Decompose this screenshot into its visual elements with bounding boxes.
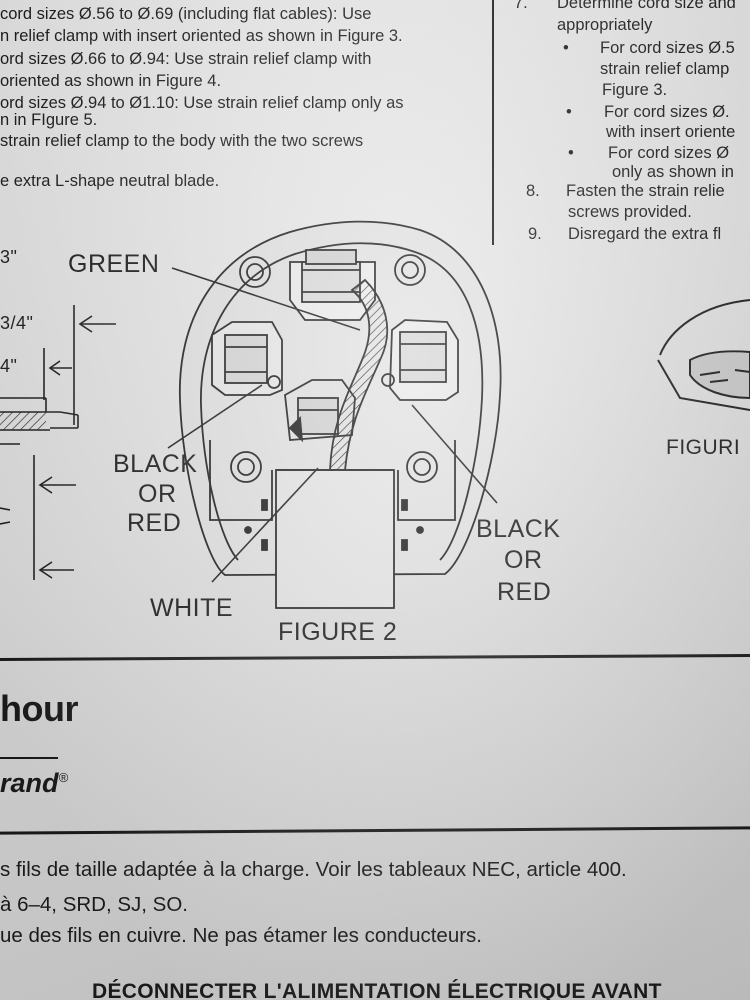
right-line-3: For cord sizes Ø.5 [600, 39, 735, 57]
left-dimension-figure [0, 305, 116, 580]
right-line-12: Disregard the extra fl [568, 225, 722, 243]
dim-label-2: 3/4" [0, 313, 34, 333]
label-green: GREEN [68, 250, 160, 278]
right-line-1: Determine cord size and [557, 0, 736, 12]
brand-logo: rand® [0, 768, 68, 799]
left-line-2: n relief clamp with insert oriented as s… [0, 27, 403, 45]
right-line-11: screws provided. [568, 203, 692, 221]
bullet-2: • [566, 103, 572, 121]
label-black-right-2: OR [504, 546, 543, 574]
brand-registered: ® [58, 770, 69, 785]
bullet-1: • [563, 39, 569, 57]
left-line-4: oriented as shown in Figure 4. [0, 72, 222, 90]
right-line-6: For cord sizes Ø. [604, 103, 730, 121]
brand-name: rand [0, 768, 59, 798]
right-line-2: appropriately [557, 16, 653, 34]
figure2-plug-drawing [179, 220, 502, 609]
right-line-4: strain relief clamp [600, 60, 730, 78]
right-num-8: 8. [526, 182, 540, 200]
right-line-8: For cord sizes Ø [608, 144, 730, 162]
left-line-3: ord sizes Ø.66 to Ø.94: Use strain relie… [0, 50, 372, 68]
french-line-1: s fils de taille adaptée à la charge. Vo… [0, 858, 627, 881]
label-black-right-1: BLACK [476, 515, 561, 543]
label-black-left-3: RED [127, 509, 182, 537]
dim-label-3: 4" [0, 356, 18, 376]
right-line-9: only as shown in [612, 163, 734, 181]
french-heading: DÉCONNECTER L'ALIMENTATION ÉLECTRIQUE AV… [92, 980, 662, 1000]
label-black-left-2: OR [138, 480, 177, 508]
figure2-caption: FIGURE 2 [278, 618, 398, 646]
label-white: WHITE [150, 594, 234, 622]
label-black-right-3: RED [497, 578, 552, 606]
french-line-2: à 6–4, SRD, SJ, SO. [0, 893, 188, 916]
right-partial-figure [657, 299, 750, 411]
right-figure-caption: FIGURI [666, 436, 741, 459]
right-line-10: Fasten the strain relie [566, 182, 725, 200]
right-line-5: Figure 3. [602, 81, 668, 99]
left-line-1: cord sizes Ø.56 to Ø.69 (including flat … [0, 5, 372, 23]
right-num-7: 7. [514, 0, 528, 12]
bullet-3: • [568, 144, 574, 162]
label-black-left-1: BLACK [113, 450, 198, 478]
right-line-7: with insert oriente [606, 123, 736, 141]
left-line-6: n in FIgure 5. [0, 111, 98, 129]
left-line-5: ord sizes Ø.94 to Ø1.10: Use strain reli… [0, 94, 404, 112]
left-line-7: strain relief clamp to the body with the… [0, 132, 364, 150]
column-divider [492, 0, 494, 245]
brand-word: hour [0, 688, 78, 729]
left-line-8: e extra L-shape neutral blade. [0, 172, 220, 190]
right-num-9: 9. [528, 225, 542, 243]
brand-underline [0, 757, 58, 759]
dim-label-1: 3" [0, 247, 18, 267]
figure2-leader-lines [167, 267, 498, 583]
french-line-3: ue des fils en cuivre. Ne pas étamer les… [0, 924, 482, 947]
